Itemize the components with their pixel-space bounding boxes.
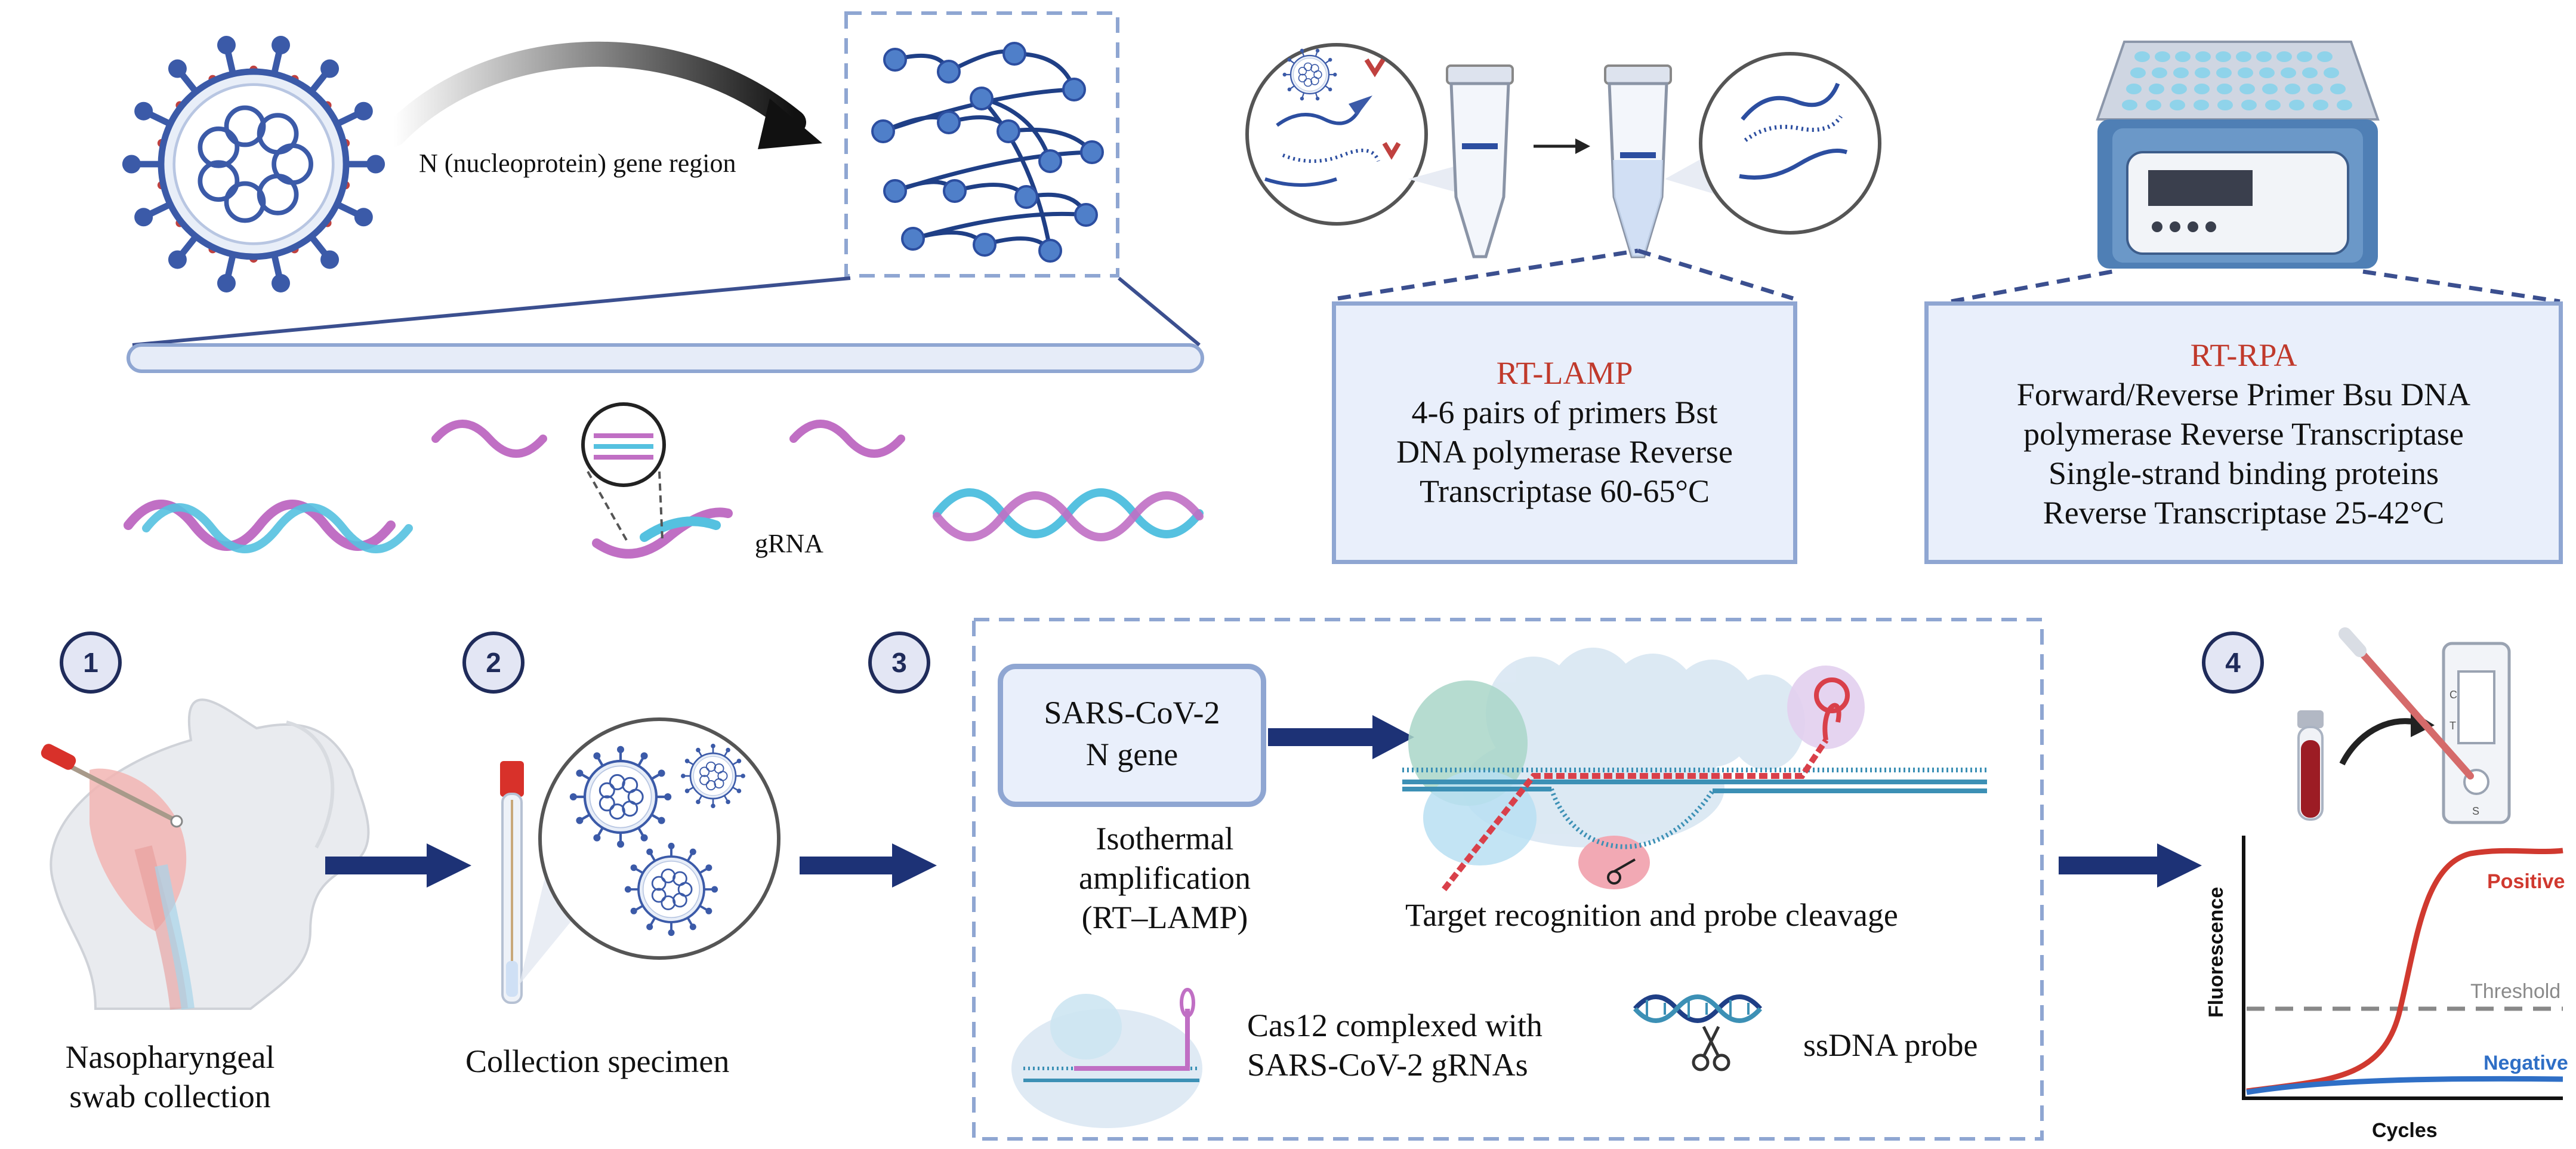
isothermal-line: (RT–LAMP) [1081,900,1248,935]
strip-c-label: C [2449,689,2457,701]
specimen-viruses-icon [569,744,745,937]
step-badge-1: 1 [60,632,122,694]
rt-rpa-line: polymerase Reverse Transcriptase [2023,416,2464,452]
nasopharyngeal-swab-icon [41,698,370,1010]
lamp-dashed-connector [1337,248,1794,301]
chart-xlabel: Cycles [2372,1119,2438,1142]
isothermal-line: Isothermal [1096,821,1234,857]
lamp-tubes-icon [1245,43,1881,258]
rt-rpa-line: Reverse Transcriptase 25-42°C [2043,495,2445,531]
cas12-complex-icon [1402,648,1987,892]
negative-label: Negative [2484,1052,2568,1074]
rt-lamp-line: 4-6 pairs of primers Bst [1411,395,1718,430]
target-gene-line: N gene [1085,737,1179,772]
step2-caption: Collection specimen [465,1042,800,1081]
step-badge-4: 4 [2202,632,2264,694]
strip-s-label: S [2472,805,2479,817]
rt-rpa-box: RT-RPA Forward/Reverse Primer Bsu DNA po… [1924,301,2563,564]
cas12-grna-icon [1011,988,1202,1128]
isothermal-line: amplification [1079,860,1251,896]
grna-label: gRNA [755,529,823,558]
detection-panel [972,618,2044,1141]
nucleoprotein-zoom-box [844,11,1119,278]
positive-curve [2246,848,2563,1094]
heat-block-icon [2096,41,2380,269]
target-gene-line: SARS-CoV-2 [1044,695,1220,731]
rt-rpa-line: Single-strand binding proteins [2049,455,2439,491]
blood-tube-icon [2297,710,2435,821]
threshold-label: Threshold [2470,980,2560,1003]
genome-bar [127,276,1204,373]
chart-ylabel: Fluorescence [2205,887,2228,1018]
strip-t-label: T [2449,720,2456,732]
rt-rpa-title: RT-RPA [2190,337,2297,373]
cas12-line: Cas12 complexed with [1247,1008,1542,1043]
step1-caption-line: swab collection [69,1079,271,1114]
flow-arrow-icon [325,715,2202,888]
rt-lamp-box: RT-LAMP 4-6 pairs of primers Bst DNA pol… [1332,301,1797,564]
negative-curve [2246,1076,2563,1095]
rt-lamp-line: Transcriptase 60-65°C [1419,473,1710,509]
cas12-label: Cas12 complexed with SARS-CoV-2 gRNAs [1247,1006,1542,1085]
ssdna-probe-icon [1633,994,1763,1071]
rt-lamp-line: DNA polymerase Reverse [1396,434,1733,470]
virus-icon [122,36,385,292]
rt-lamp-title: RT-LAMP [1496,355,1633,391]
isothermal-label: Isothermal amplification (RT–LAMP) [1039,819,1290,937]
rpa-dashed-connector [1951,269,2560,304]
positive-label: Positive [2487,870,2565,893]
step-badge-2: 2 [462,632,525,694]
recognition-label: Target recognition and probe cleavage [1405,897,1898,933]
test-strip-icon: C T S [2339,627,2511,824]
nucleoprotein-icon [871,42,1104,263]
step1-caption: Nasopharyngeal swab collection [12,1037,328,1116]
curved-arrow-icon [381,41,822,149]
step1-caption-line: Nasopharyngeal [65,1039,275,1075]
step2-caption-line: Collection specimen [465,1043,730,1079]
probe-label: ssDNA probe [1803,1027,1978,1063]
rt-rpa-line: Forward/Reverse Primer Bsu DNA [2016,377,2471,412]
rna-strands-icon [124,420,1204,559]
target-gene-box: SARS-CoV-2 N gene [998,664,1266,807]
grna-zoom-icon [581,402,666,541]
cas12-line: SARS-CoV-2 gRNAs [1247,1047,1528,1083]
step-badge-3: 3 [868,632,930,694]
gene-region-label: N (nucleoprotein) gene region [419,149,736,178]
fluorescence-chart: Fluorescence Cycles Positive Threshold N… [2205,836,2568,1142]
